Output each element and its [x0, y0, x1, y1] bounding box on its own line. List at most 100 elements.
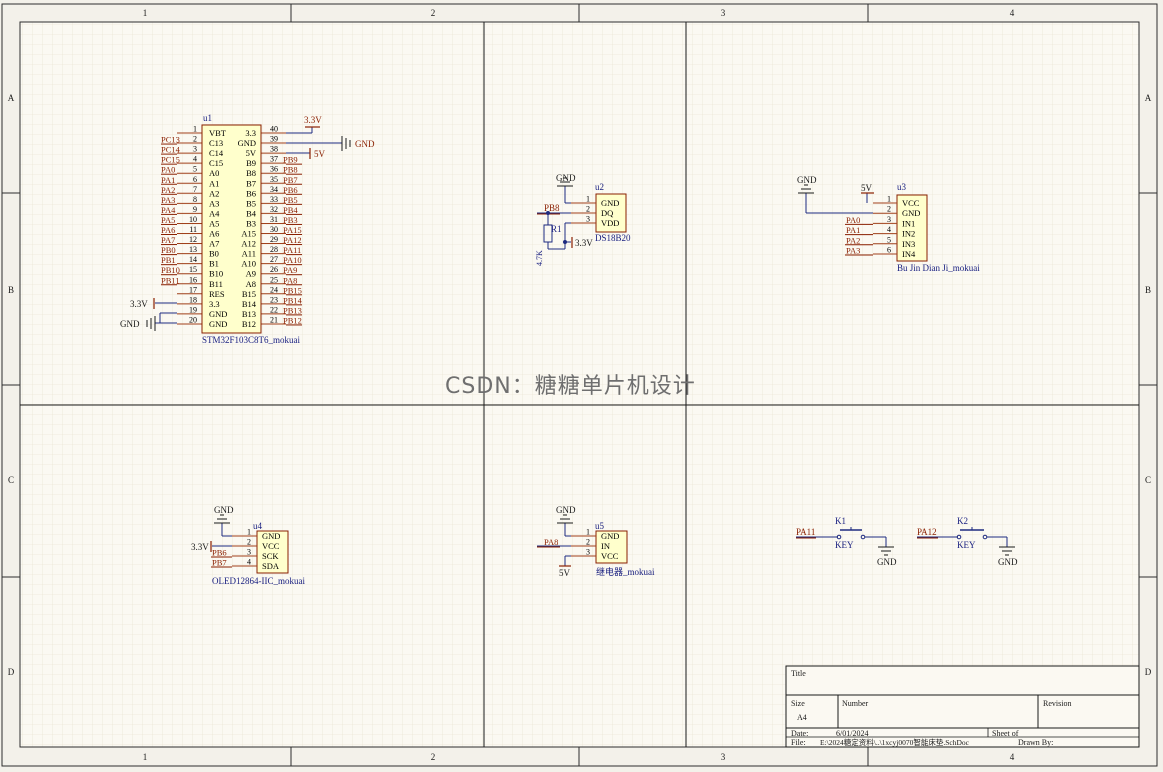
size-label: Size	[791, 699, 805, 708]
file-value: E:\2024糖定资料\..\1xcyj0070智能床垫.SchDoc	[820, 737, 970, 747]
net-label: PC13	[161, 135, 180, 145]
net-label: PA6	[161, 225, 175, 235]
pin-name: B0	[209, 249, 219, 259]
k1-push-button[interactable]: PA11 K1 KEY GND	[796, 516, 897, 567]
pin-name: A6	[209, 229, 219, 239]
pin-number: 25	[270, 275, 278, 284]
pin-name: B11	[209, 279, 223, 289]
pin-number: 36	[270, 165, 278, 174]
pin-number: 4	[193, 155, 197, 164]
u3-5v-label: 5V	[861, 183, 873, 193]
pin-name: A11	[242, 249, 256, 259]
net-label: PB7	[212, 558, 227, 568]
pin-name: GND	[601, 198, 619, 208]
k2-name: KEY	[957, 540, 976, 550]
gnd-symbol	[557, 514, 573, 524]
frame-row-label-right: D	[1145, 667, 1152, 677]
pin-number: 7	[193, 185, 197, 194]
frame-col-label-top: 3	[721, 8, 726, 18]
date-value: 6/01/2024	[836, 729, 868, 738]
pin-number: 1	[193, 125, 197, 134]
pin-number: 14	[189, 255, 197, 264]
u3-part-name: Bu Jin Dian Ji_mokuai	[897, 263, 980, 273]
pin-number: 1	[887, 195, 891, 204]
pin-number: 16	[189, 275, 197, 284]
pin-name: DQ	[601, 208, 613, 218]
pin-number: 3	[193, 145, 197, 154]
pin-number: 15	[189, 265, 197, 274]
k2-push-button[interactable]: PA12 K2 KEY GND	[917, 516, 1018, 567]
frame-col-label-top: 4	[1010, 8, 1015, 18]
pin-name: GND	[262, 531, 280, 541]
pin-name: VCC	[601, 551, 619, 561]
u4-part-name: OLED12864-IIC_mokuai	[212, 576, 305, 586]
pin-name: 3.3	[209, 299, 220, 309]
pin-name: 3.3	[245, 128, 256, 138]
resistor-value: 4.7K	[535, 250, 544, 266]
pin-number: 6	[887, 246, 891, 255]
net-label: PB3	[283, 215, 298, 225]
pin-name: VCC	[902, 198, 920, 208]
net-label: PB0	[161, 245, 176, 255]
pin-number: 13	[189, 245, 197, 254]
u1-stm32-module[interactable]: u1 12PC133PC144PC155PA06PA17PA28PA39PA41…	[120, 113, 375, 345]
net-label: PB15	[283, 285, 302, 295]
pin-name: RES	[209, 289, 225, 299]
u5-designator: u5	[595, 521, 605, 531]
pin-number: 8	[193, 195, 197, 204]
pin-number: 17	[189, 285, 197, 294]
pin-number: 10	[189, 215, 197, 224]
pin-name: B12	[242, 319, 256, 329]
file-label: File:	[791, 738, 806, 747]
pin-number: 2	[586, 538, 590, 547]
pin-number: 30	[270, 225, 278, 234]
pin-name: A3	[209, 198, 219, 208]
net-label: PA12	[283, 235, 302, 245]
pin-name: B13	[242, 309, 256, 319]
pin-number: 38	[270, 145, 278, 154]
gnd-symbol	[878, 546, 894, 556]
gnd-symbol	[999, 546, 1015, 556]
pin-number: 3	[247, 548, 251, 557]
net-label: PA3	[846, 246, 860, 256]
net-label: PB5	[283, 195, 298, 205]
frame-col-label-bottom: 4	[1010, 752, 1015, 762]
pin-number: 4	[887, 225, 891, 234]
pin-number: 20	[189, 315, 197, 324]
u1-5v-right-label: 5V	[314, 149, 326, 159]
pin-name: IN3	[902, 239, 915, 249]
pin-number: 37	[270, 155, 278, 164]
net-label: PB8	[283, 165, 298, 175]
frame-col-label-top: 2	[431, 8, 436, 18]
net-label: PA15	[283, 225, 302, 235]
pin-name: A0	[209, 168, 219, 178]
pin-number: 26	[270, 265, 278, 274]
net-label: PB7	[283, 175, 298, 185]
pin-name: A8	[246, 279, 256, 289]
pin-name: A10	[241, 259, 256, 269]
k2-gnd-label: GND	[998, 557, 1018, 567]
u4-designator: u4	[253, 521, 263, 531]
frame-row-label-right: B	[1145, 285, 1151, 295]
frame-row-label-right: A	[1145, 93, 1152, 103]
u1-3v3-top-label: 3.3V	[304, 115, 322, 125]
net-label: PA3	[161, 195, 175, 205]
title-label: Title	[791, 669, 806, 678]
pin-name: GND	[209, 309, 227, 319]
pin-name: SDA	[262, 561, 280, 571]
drawn-by-label: Drawn By:	[1018, 738, 1053, 747]
pin-number: 40	[270, 125, 278, 134]
u3-gnd-label: GND	[797, 175, 817, 185]
pin-name: GND	[209, 319, 227, 329]
u1-gnd-left-label: GND	[120, 319, 140, 329]
pin-number: 28	[270, 245, 278, 254]
net-label: PB12	[283, 315, 302, 325]
pin-number: 3	[586, 215, 590, 224]
pin-name: B4	[246, 208, 257, 218]
k2-net-label: PA12	[917, 527, 937, 537]
